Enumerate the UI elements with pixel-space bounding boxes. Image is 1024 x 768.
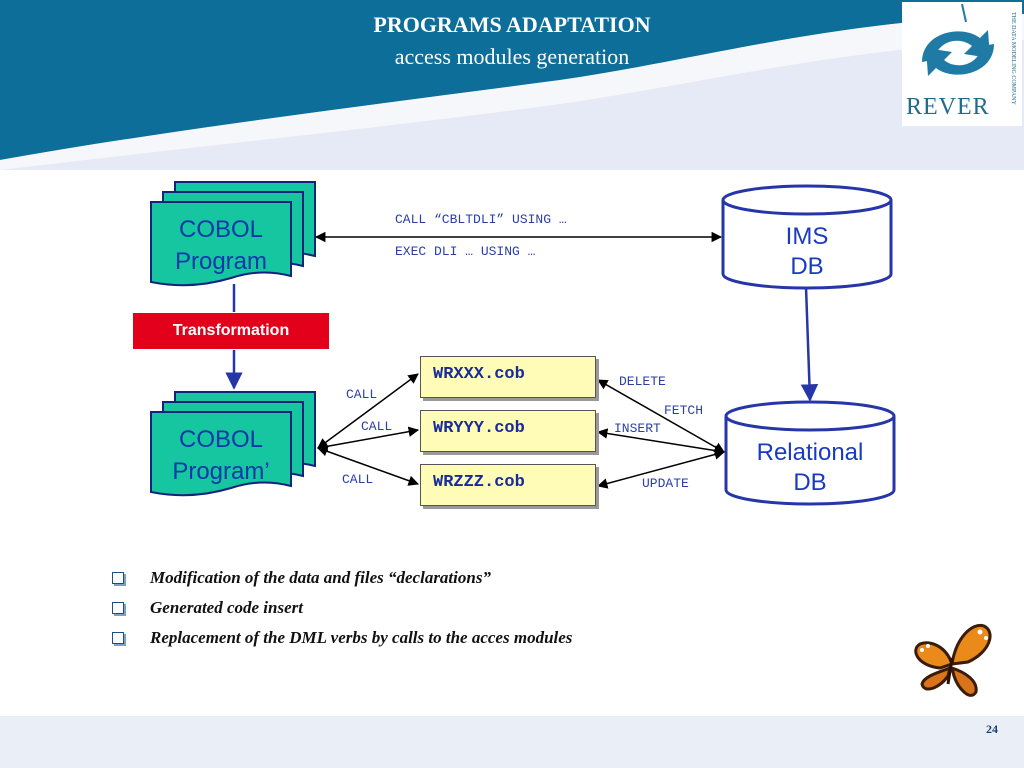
logo-tagline: THE DATA MODELING COMPANY [1010, 12, 1016, 105]
call-arrow-wrxxx [317, 373, 419, 449]
checkbox-bullet-icon [112, 602, 124, 614]
call-label-3: CALL [342, 472, 374, 487]
relational-db-label: Relational DB [726, 438, 894, 498]
ims-to-relational-arrow [800, 286, 819, 402]
ims-db-cylinder [721, 184, 893, 290]
transformation-box: Transformation [133, 313, 329, 349]
module-wryyy-label: WRYYY.cob [433, 419, 525, 438]
cobol-program-line1: COBOL [178, 216, 264, 243]
rever-logo: REVER THE DATA MODELING COMPANY [902, 2, 1022, 126]
bullet-item: Modification of the data and files “decl… [110, 568, 572, 598]
header-banner [0, 0, 1024, 170]
logo-arrows-icon [916, 3, 998, 84]
cobol-program-prime-line2: Program’ [172, 458, 270, 485]
exec-dli-label: EXEC DLI … USING … [395, 244, 536, 259]
module-wryyy: WRYYY.cob [420, 410, 596, 452]
page-subtitle: access modules generation [394, 44, 630, 69]
relational-db-line1: Relational [756, 439, 864, 466]
db-arrow-wrzzz [596, 449, 726, 489]
bullet-item: Generated code insert [110, 598, 572, 628]
cobol-program-prime-document [150, 391, 316, 497]
call-label-1: CALL [346, 387, 378, 402]
cobol-program-label: COBOL Program [151, 214, 291, 278]
bullet-text: Modification of the data and files “decl… [150, 568, 491, 587]
cobol-program-prime-label: COBOL Program’ [151, 424, 291, 488]
module-wrzzz: WRZZZ.cob [420, 464, 596, 506]
ims-db-line1: IMS [785, 223, 829, 250]
checkbox-bullet-icon [112, 572, 124, 584]
footer-band [0, 716, 1024, 768]
module-wrxxx: WRXXX.cob [420, 356, 596, 398]
checkbox-bullet-icon [112, 632, 124, 644]
fetch-label: FETCH [664, 403, 704, 418]
insert-label: INSERT [614, 421, 661, 436]
cobol-program-line2: Program [174, 248, 268, 275]
page-title: PROGRAMS ADAPTATION [373, 12, 651, 37]
ims-call-label: CALL “CBLTDLI” USING … [395, 212, 567, 227]
bullet-item: Replacement of the DML verbs by calls to… [110, 628, 572, 658]
module-wrzzz-label: WRZZZ.cob [433, 473, 525, 492]
update-label: UPDATE [642, 476, 689, 491]
relational-db-cylinder [724, 400, 896, 506]
call-arrow-wrzzz [317, 446, 419, 486]
bullet-list: Modification of the data and files “decl… [110, 568, 572, 658]
cobol-program-document [150, 181, 316, 287]
call-label-2: CALL [361, 419, 393, 434]
page-number: 24 [986, 722, 998, 736]
db-arrow-wrxxx [597, 379, 725, 453]
ims-db-label: IMS DB [723, 222, 891, 282]
delete-label: DELETE [619, 374, 666, 389]
logo-wordmark: REVER [906, 94, 990, 120]
module-wrxxx-label: WRXXX.cob [433, 365, 525, 384]
db-arrow-wryyy [596, 428, 726, 456]
butterfly-icon [914, 623, 992, 697]
bullet-text: Replacement of the DML verbs by calls to… [150, 628, 573, 647]
ims-db-line2: DB [790, 253, 824, 280]
relational-db-line2: DB [793, 469, 827, 496]
bullet-text: Generated code insert [150, 598, 303, 617]
cobol-program-prime-line1: COBOL [178, 426, 264, 453]
call-arrow-wryyy [316, 426, 420, 452]
